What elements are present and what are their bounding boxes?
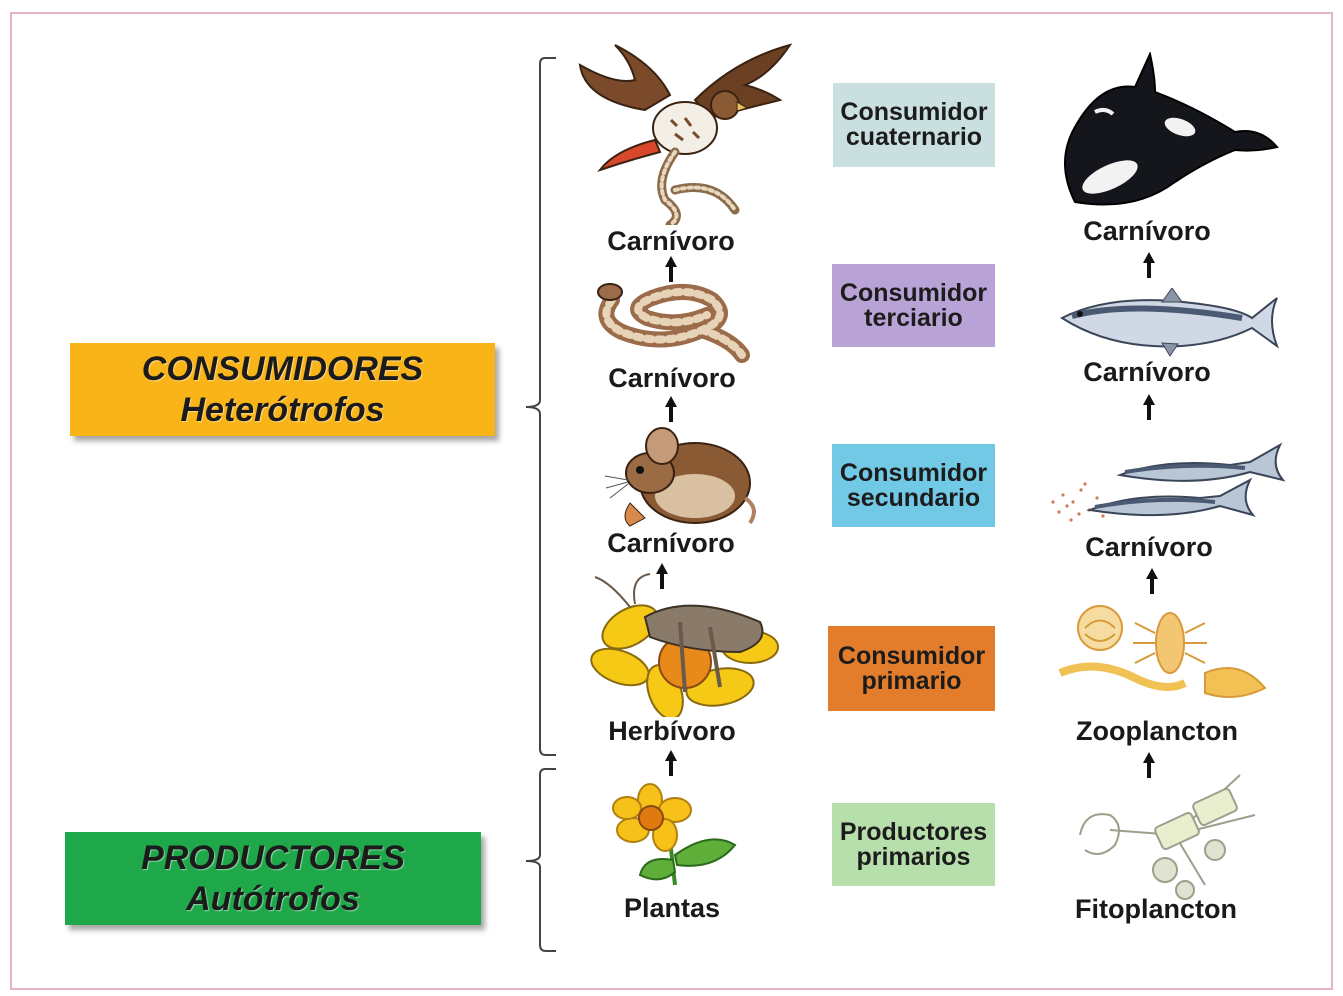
level-line2: terciario <box>864 303 963 332</box>
consumers-subtitle: Heterótrofos <box>180 390 385 429</box>
orca-icon <box>1064 52 1279 206</box>
hawk-icon <box>578 43 793 225</box>
producers-title: PRODUCTORES <box>141 838 405 877</box>
tuna-icon <box>1059 288 1280 357</box>
level-line2: primario <box>861 666 962 695</box>
arrow-up-icon <box>1143 752 1155 778</box>
arrow-up-icon <box>1146 568 1158 594</box>
level-primary-producers: Productores primarios <box>832 803 995 886</box>
level-primary-consumer: Consumidor primario <box>828 626 995 711</box>
arrow-up-icon <box>1143 252 1155 278</box>
producers-subtitle: Autótrofos <box>186 879 360 918</box>
aquatic-label-producer: Fitoplancton <box>1075 894 1237 924</box>
level-quaternary-consumer: Consumidor cuaternario <box>833 83 995 167</box>
zooplankton-icon <box>1058 605 1267 698</box>
level-line1: Productores <box>839 817 988 846</box>
terrestrial-label-secondary: Carnívoro <box>607 528 735 558</box>
arrow-up-icon <box>1143 394 1155 420</box>
aquatic-label-tertiary: Carnívoro <box>1083 357 1211 387</box>
arrow-up-icon <box>656 563 668 589</box>
flower-icon <box>612 783 737 886</box>
terrestrial-label-tertiary: Carnívoro <box>608 363 736 393</box>
sardines-icon <box>1051 442 1285 522</box>
level-secondary-consumer: Consumidor secundario <box>832 444 995 527</box>
phytoplankton-icon <box>1079 774 1256 900</box>
terrestrial-label-primary: Herbívoro <box>608 716 736 746</box>
level-tertiary-consumer: Consumidor terciario <box>832 264 995 347</box>
snake-icon <box>597 283 750 363</box>
producers-brace <box>525 768 556 952</box>
aquatic-label-secondary: Carnívoro <box>1085 532 1213 562</box>
consumers-box: CONSUMIDORES Heterótrofos <box>70 343 495 436</box>
diagram-frame <box>10 12 1333 990</box>
mouse-icon <box>604 427 756 527</box>
arrow-up-icon <box>665 396 677 422</box>
aquatic-label-quaternary: Carnívoro <box>1083 216 1211 246</box>
level-line2: cuaternario <box>845 123 983 151</box>
level-line1: Consumidor <box>837 641 986 670</box>
aquatic-label-primary: Zooplancton <box>1076 716 1238 746</box>
grasshopper-icon <box>590 573 779 717</box>
terrestrial-label-producer: Plantas <box>623 893 721 923</box>
level-line1: Consumidor <box>840 98 988 126</box>
level-line2: primarios <box>856 842 971 871</box>
consumers-brace <box>525 57 556 756</box>
arrow-up-icon <box>665 750 677 776</box>
consumers-title: CONSUMIDORES <box>141 349 424 388</box>
arrow-up-icon <box>665 256 677 282</box>
level-line2: secundario <box>846 483 981 512</box>
level-line1: Consumidor <box>839 458 988 487</box>
level-line1: Consumidor <box>839 278 988 307</box>
terrestrial-label-quaternary: Carnívoro <box>607 226 735 256</box>
producers-box: PRODUCTORES Autótrofos <box>65 832 481 925</box>
